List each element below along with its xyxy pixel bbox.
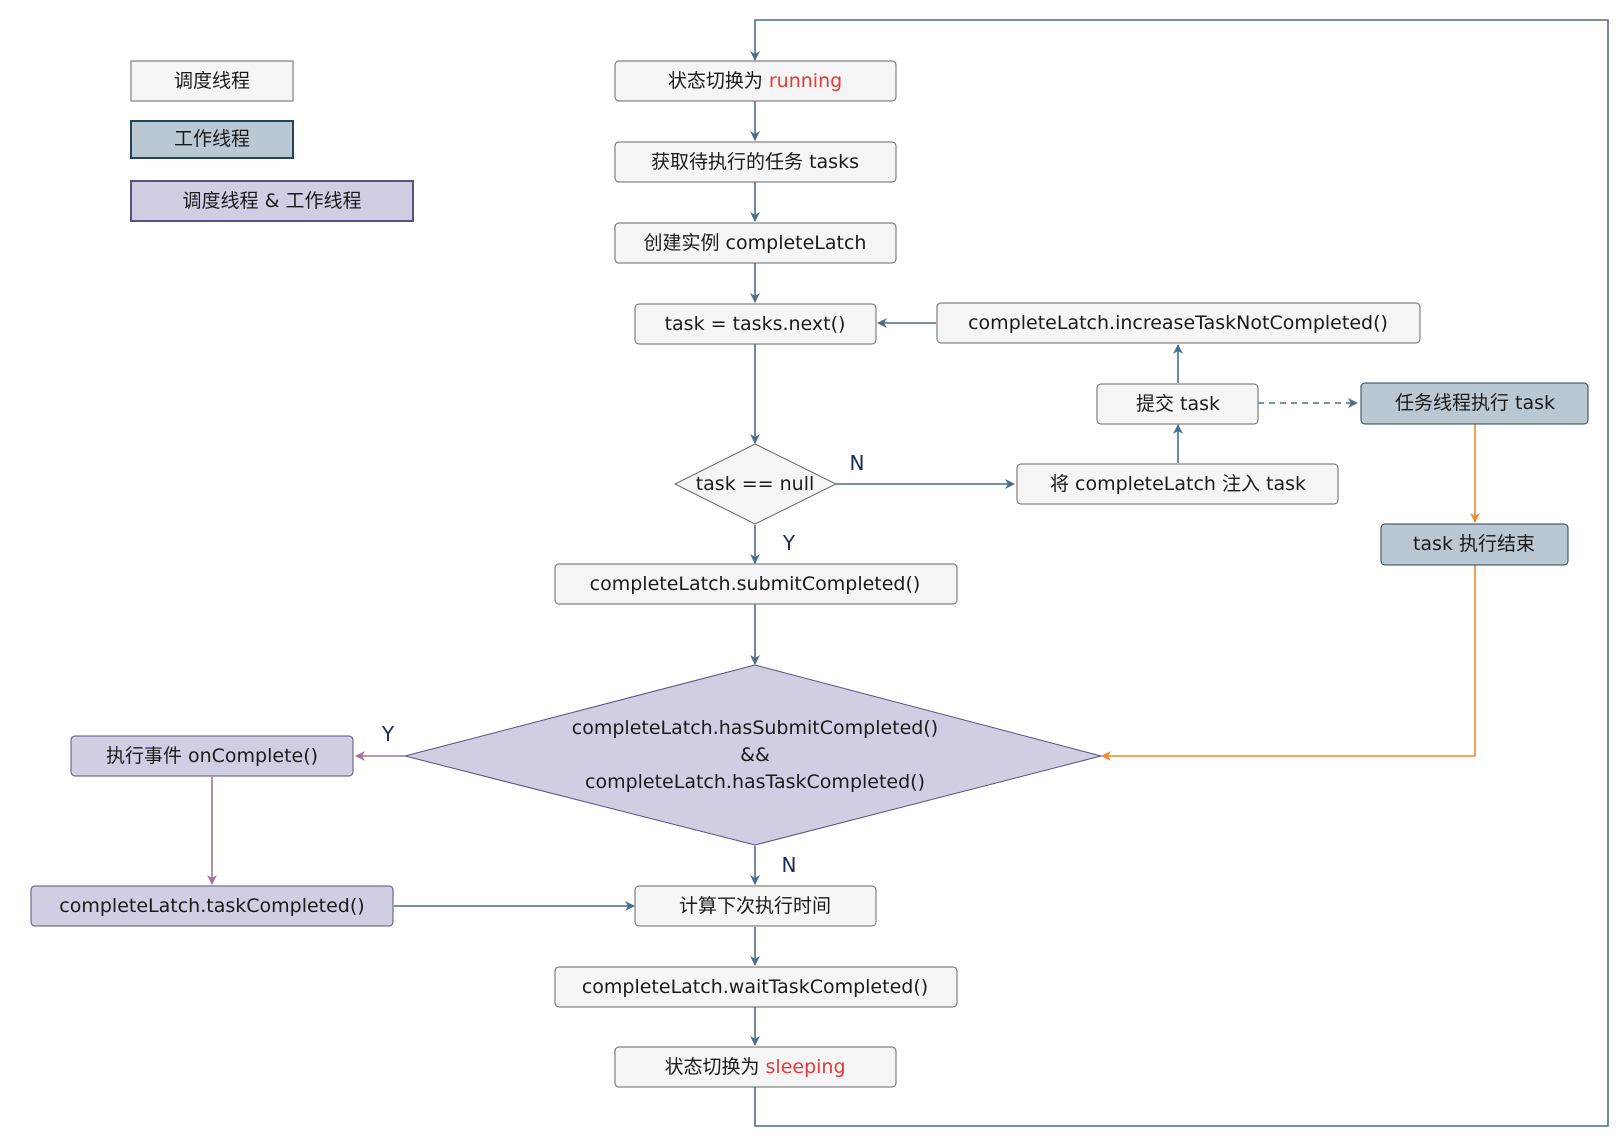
node-wait-completed-text: completeLatch.waitTaskCompleted()	[582, 976, 928, 998]
node-condition-line2: &&	[740, 744, 770, 766]
label-cond-y: Y	[381, 722, 395, 746]
node-increase-text: completeLatch.increaseTaskNotCompleted()	[968, 312, 1388, 334]
edge-labels: N Y Y N	[381, 451, 865, 877]
node-calc-next	[634, 885, 877, 927]
node-condition-line1: completeLatch.hasSubmitCompleted()	[572, 717, 938, 739]
legend-worker-swatch	[130, 120, 294, 159]
legend-worker-label: 工作线程	[174, 128, 250, 150]
node-submit-completed	[554, 563, 958, 605]
node-on-complete-text: 执行事件 onComplete()	[106, 745, 318, 767]
node-inject	[1016, 463, 1339, 505]
legend-scheduler-swatch	[130, 60, 294, 102]
node-calc-next-text: 计算下次执行时间	[679, 895, 831, 917]
legend-both-swatch	[130, 180, 414, 222]
sleeping-highlight: sleeping	[766, 1056, 846, 1078]
node-fetch-tasks-text: 获取待执行的任务 tasks	[651, 151, 859, 173]
nodes: 状态切换为 running 获取待执行的任务 tasks 创建实例 comple…	[30, 60, 1589, 1088]
node-state-running-text: 状态切换为 running	[668, 70, 842, 92]
edge-end-to-condition	[1101, 565, 1476, 761]
node-submit-completed-text: completeLatch.submitCompleted()	[590, 573, 921, 595]
node-task-next-text: task = tasks.next()	[665, 313, 846, 335]
node-submit-task-text: 提交 task	[1136, 393, 1220, 415]
node-create-latch-text: 创建实例 completeLatch	[644, 232, 867, 254]
label-null-n: N	[850, 451, 865, 475]
node-create-latch	[614, 222, 897, 264]
node-worker-exec	[1360, 382, 1589, 425]
node-state-sleeping	[614, 1046, 897, 1088]
node-fetch-tasks	[614, 141, 897, 183]
edge-loop-back	[750, 19, 1609, 1127]
node-worker-exec-text: 任务线程执行 task	[1395, 392, 1555, 414]
label-null-y: Y	[782, 531, 796, 555]
node-state-sleeping-text: 状态切换为 sleeping	[664, 1056, 845, 1078]
node-task-next	[634, 303, 877, 345]
node-submit-task	[1096, 383, 1259, 425]
node-inject-text: 将 completeLatch 注入 task	[1050, 473, 1306, 495]
node-condition	[404, 664, 1103, 846]
node-task-completed	[30, 885, 394, 927]
node-task-null-text: task == null	[696, 473, 815, 495]
node-state-running	[614, 60, 897, 102]
node-task-end	[1380, 523, 1569, 566]
legend-scheduler-label: 调度线程	[174, 70, 250, 92]
legend: 调度线程 工作线程 调度线程 & 工作线程	[130, 60, 414, 222]
legend-both-label: 调度线程 & 工作线程	[183, 190, 362, 212]
node-condition-line3: completeLatch.hasTaskCompleted()	[585, 771, 925, 793]
edges	[207, 19, 1609, 1127]
node-wait-completed	[554, 966, 958, 1008]
node-increase	[936, 302, 1421, 344]
running-highlight: running	[769, 70, 842, 92]
node-task-end-text: task 执行结束	[1413, 533, 1535, 555]
label-cond-n: N	[782, 853, 797, 877]
node-task-completed-text: completeLatch.taskCompleted()	[59, 895, 364, 917]
node-on-complete	[70, 735, 354, 777]
node-task-null	[673, 443, 838, 525]
